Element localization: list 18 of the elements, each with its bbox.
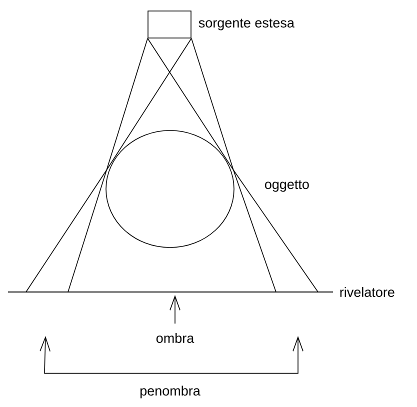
light-ray [233, 170, 318, 292]
light-ray [106, 38, 192, 170]
arrow [170, 336, 304, 374]
arrow [170, 295, 180, 324]
light-ray [106, 38, 148, 170]
light-ray [233, 170, 276, 292]
region-label: penombra [140, 386, 200, 398]
detector-label: rivelatore [340, 287, 394, 297]
light-ray [147, 38, 234, 170]
region-label: ombra [156, 333, 194, 343]
source-box [148, 10, 192, 38]
object-label: oggetto [264, 180, 309, 192]
light-ray [68, 170, 107, 292]
source-label: sorgente estesa [198, 18, 294, 30]
arrow [40, 336, 170, 374]
light-ray [26, 170, 107, 292]
object-ellipse [106, 130, 234, 248]
light-ray [191, 38, 234, 170]
